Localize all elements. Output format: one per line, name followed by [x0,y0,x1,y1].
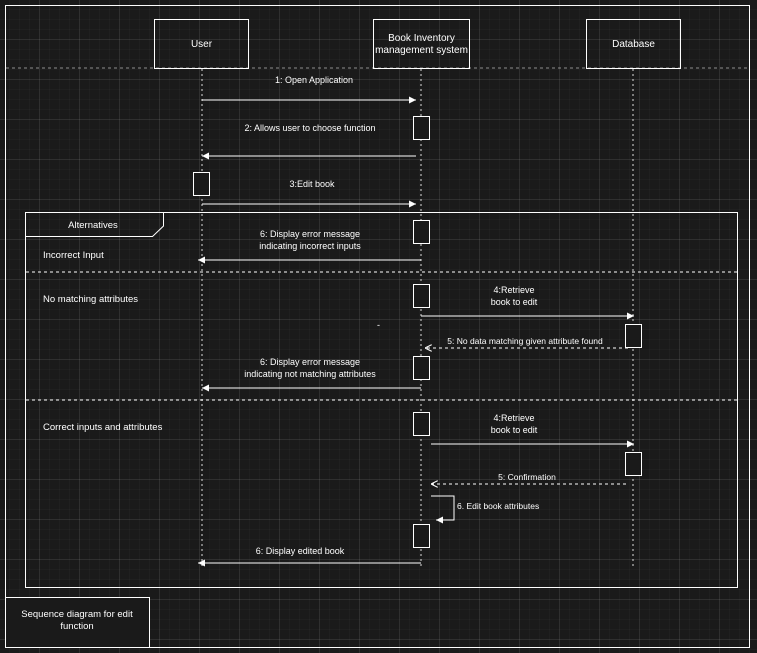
message-choose-function: 2: Allows user to choose function [202,123,416,160]
message-label: 5: No data matching given attribute foun… [447,336,603,346]
caption-box [5,597,150,648]
message-label-line: book to edit [491,425,538,435]
message-error-not-matching: 6: Display error message indicating not … [202,357,421,392]
message-edit-book-attributes: 6. Edit book attributes [431,495,539,524]
guard-no-matching-attributes: No matching attributes [43,294,138,305]
message-label: 3:Edit book [289,179,335,189]
message-label: 5: Confirmation [498,472,556,482]
message-label-line: indicating not matching attributes [244,369,376,379]
activation-bar [413,356,430,380]
participant-box [586,19,681,69]
participant-box [154,19,249,69]
message-confirmation: 5: Confirmation [431,472,626,484]
participant-system: Book Inventory management system [373,19,470,69]
participant-label: Database [612,39,655,50]
activation-bar [413,284,430,308]
message-label-line: 4:Retrieve [493,413,534,423]
message-no-data-found: 5: No data matching given attribute foun… [425,336,628,348]
message-open-application: 1: Open Application [202,75,416,104]
message-display-edited-book: 6: Display edited book [198,546,421,567]
participant-label: User [191,39,213,50]
message-label: 1: Open Application [275,75,353,85]
activation-bar [625,452,642,476]
message-error-incorrect-inputs: 6: Display error message indicating inco… [198,229,421,264]
message-label-line: book to edit [491,297,538,307]
message-label-line: 6: Display error message [260,357,360,367]
activation-bar [413,116,430,140]
alt-fragment: Alternatives Incorrect Input No matching… [25,212,738,588]
participant-label-line: management system [375,45,468,56]
activation-bar [193,172,210,196]
fragment-operator-label: Alternatives [68,220,118,231]
outer-frame [5,5,750,648]
message-label-line: 4:Retrieve [493,285,534,295]
message-label: 6. Edit book attributes [457,501,539,511]
activation-bar [413,412,430,436]
message-retrieve-book-1: 4:Retrieve book to edit [421,285,634,320]
message-label-line: 6: Display error message [260,229,360,239]
guard-incorrect-input: Incorrect Input [43,250,104,261]
participant-user: User [154,19,249,69]
diagram-caption: Sequence diagram for edit function [5,597,150,648]
participant-box [373,19,470,69]
guard-correct-inputs: Correct inputs and attributes [43,422,163,433]
stray-mark: - [377,320,380,330]
activation-bar [413,220,430,244]
message-label: 6: Display edited book [256,546,345,556]
participant-label-line: Book Inventory [388,33,455,44]
message-retrieve-book-2: 4:Retrieve book to edit [431,413,634,448]
caption-line: function [60,621,93,632]
caption-line: Sequence diagram for edit [21,609,133,620]
participant-database: Database [586,19,681,69]
message-label: 2: Allows user to choose function [244,123,375,133]
message-edit-book: 3:Edit book [202,179,416,208]
fragment-frame [25,212,738,588]
activation-bar [413,524,430,548]
fragment-operator-tab [25,212,164,237]
self-message-arrow [431,495,455,524]
message-label-line: indicating incorrect inputs [259,241,361,251]
activation-bar [625,324,642,348]
